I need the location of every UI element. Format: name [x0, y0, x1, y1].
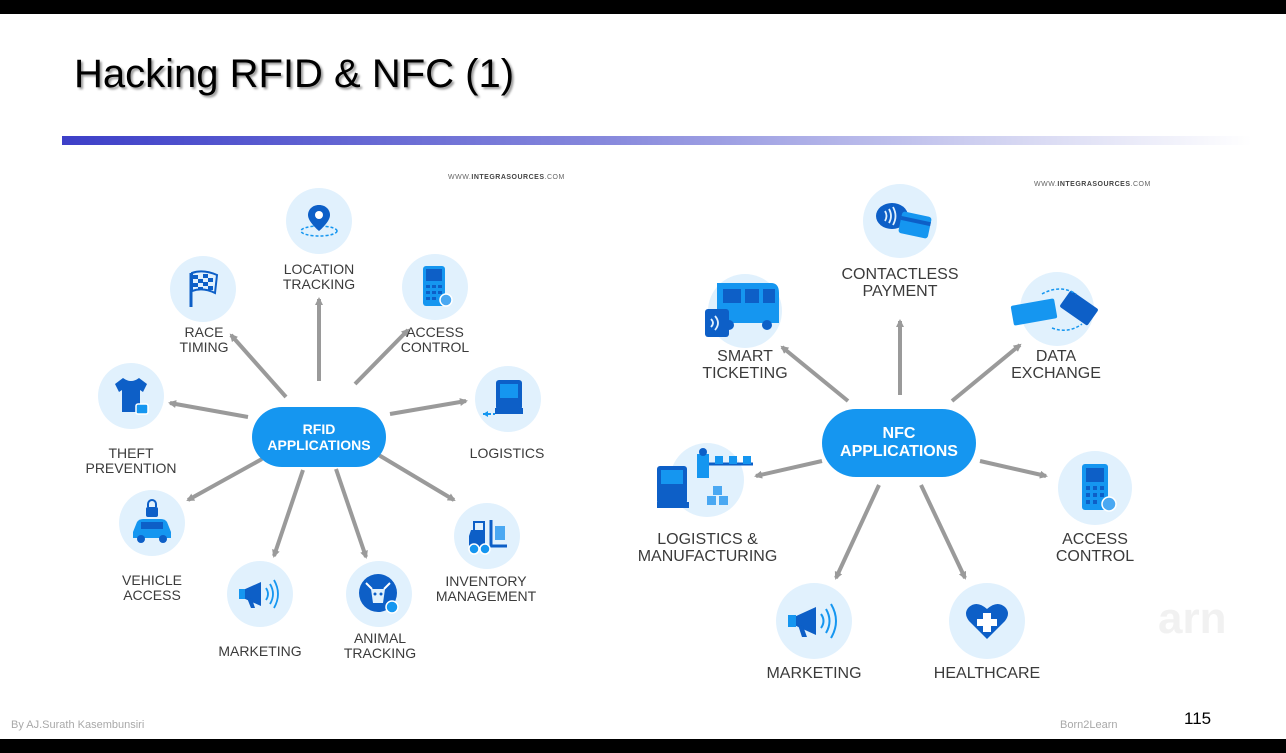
- cow-tag-icon: [346, 561, 412, 627]
- megaphone-icon: [776, 583, 852, 659]
- rfid-label-access-control: ACCESS CONTROL: [400, 324, 470, 355]
- truck-icon: [475, 366, 541, 432]
- heart-cross-icon: [949, 583, 1025, 659]
- rfid-hub: RFID APPLICATIONS: [252, 407, 386, 467]
- rfid-arrow-marketing: [272, 469, 305, 558]
- rfid-arrow-theft: [168, 400, 249, 419]
- tshirt-tag-icon: [98, 363, 164, 429]
- rfid-label-theft-prevention: THEFT PREVENTION: [85, 445, 177, 476]
- slide-title: Hacking RFID & NFC (1): [74, 52, 515, 96]
- nfc-arrow-data: [950, 343, 1022, 403]
- rfid-label-location-tracking: LOCATION TRACKING: [282, 261, 356, 292]
- footer-author: By AJ.Surath Kasembunsiri: [11, 719, 145, 731]
- nfc-source-credit: WWW.INTEGRASOURCES.COM: [1034, 181, 1151, 188]
- nfc-label-contactless-payment: CONTACTLESS PAYMENT: [841, 266, 959, 301]
- nfc-arrow-logistics: [754, 459, 823, 479]
- nfc-label-logistics-manufacturing: LOGISTICS & MANUFACTURING: [637, 531, 778, 566]
- forklift-icon: [454, 503, 520, 569]
- rfid-arrow-access: [353, 328, 410, 386]
- rfid-label-race-timing: RACE TIMING: [179, 324, 229, 355]
- rfid-label-animal-tracking: ANIMAL TRACKING: [343, 630, 417, 661]
- bus-ticket-icon: [705, 274, 782, 348]
- footer-brand: Born2Learn: [1060, 719, 1118, 731]
- contactless-card-icon: [863, 184, 937, 258]
- nfc-label-data-exchange: DATA EXCHANGE: [1011, 348, 1101, 383]
- watermark: arn: [1158, 594, 1227, 643]
- rfid-label-logistics: LOGISTICS: [469, 445, 545, 461]
- nfc-arrow-access: [979, 459, 1048, 479]
- title-underline-gradient: [62, 136, 1252, 145]
- rfid-label-inventory-management: INVENTORY MANAGEMENT: [435, 573, 537, 604]
- nfc-hub: NFC APPLICATIONS: [822, 409, 976, 477]
- rfid-arrow-logistics: [389, 398, 468, 416]
- location-pin-icon: [286, 188, 352, 254]
- rfid-arrow-vehicle: [186, 457, 263, 502]
- nfc-arrow-healthcare: [919, 484, 967, 580]
- page-number: 115: [1184, 709, 1212, 728]
- slide: Hacking RFID & NFC (1): [0, 14, 1286, 739]
- nfc-label-access-control: ACCESS CONTROL: [1055, 531, 1135, 566]
- nfc-label-smart-ticketing: SMART TICKETING: [702, 348, 788, 383]
- nfc-arrow-ticketing: [780, 345, 850, 403]
- phone-exchange-icon: [1010, 272, 1098, 346]
- arrows-layer: [168, 297, 1048, 580]
- nfc-arrow-marketing: [834, 484, 881, 580]
- megaphone-icon: [227, 561, 293, 627]
- access-terminal-icon: [1058, 451, 1132, 525]
- factory-truck-icon: [657, 443, 753, 517]
- rfid-label-vehicle-access: VEHICLE ACCESS: [122, 572, 182, 603]
- car-lock-icon: [119, 490, 185, 556]
- rfid-arrow-race: [229, 333, 288, 399]
- nfc-label-healthcare: HEALTHCARE: [933, 665, 1041, 682]
- nfc-label-marketing: MARKETING: [766, 665, 862, 682]
- checkered-flag-icon: [170, 256, 236, 322]
- rfid-label-marketing: MARKETING: [218, 643, 302, 659]
- access-terminal-icon: [402, 254, 468, 320]
- rfid-arrow-animal: [334, 468, 368, 559]
- rfid-arrow-inventory: [375, 452, 456, 502]
- rfid-source-credit: WWW.INTEGRASOURCES.COM: [448, 174, 565, 181]
